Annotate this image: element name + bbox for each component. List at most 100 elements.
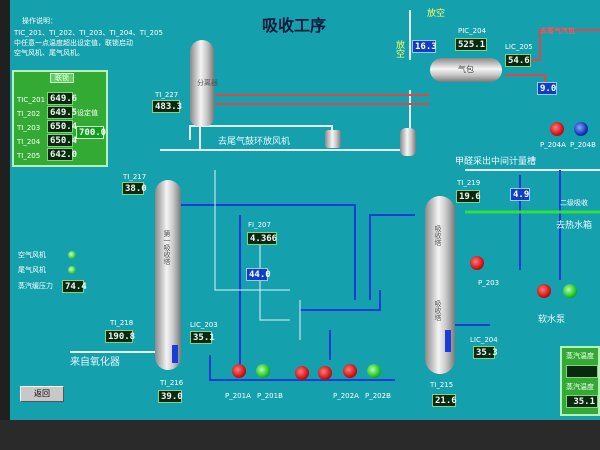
pump-p201b[interactable] [256,364,270,378]
air-fan-status [68,251,76,259]
monitor-bezel-bottom [0,420,600,450]
pump-soft-water-a[interactable] [537,284,551,298]
steam-pressure-value: 74.4 [62,280,87,293]
ti215-tag: TI_215 [430,381,454,389]
interlock-header: 联锁 [50,73,74,83]
notes-line-4: 空气风机、尾气风机。 [14,49,84,57]
temp-tag-4: TI_204 [17,138,41,146]
back-button[interactable]: 返回 [20,386,64,402]
p204a-label: P_204A [540,141,566,149]
absorber-2-top-label: 吸收塔 [434,225,442,246]
monitor-bezel-left [0,0,10,420]
lic203-value: 35.1 [190,331,215,344]
p201b-label: P_201B [257,392,283,400]
valve-9-value[interactable]: 9.0 [537,82,557,95]
p203-label: P_203 [478,279,500,287]
ti219-tag: TI_219 [457,179,481,187]
lic203-tag: LIC_203 [190,321,218,329]
separator-label: 分离器 [197,79,218,87]
tail-fan-label: 尾气风机 [18,266,46,274]
lic205-value: 54.6 [505,54,531,67]
steam-pressure-label: 蒸汽缓压力 [18,282,53,290]
pump-soft-water-b[interactable] [563,284,577,298]
from-oxidizer-label: 来自氧化器 [70,357,120,368]
steam-row2-label: 蒸汽温度 [566,383,594,391]
temp-tag-3: TI_203 [17,124,41,132]
small-tank-2 [400,128,416,156]
p204b-label: P_204B [570,141,596,149]
pic204-value: 525.1 [455,38,487,51]
column-2-level-bar [445,330,451,352]
temp-value-2: 649.5 [47,106,77,119]
steam-out-label: 去尾气汽包 [540,27,575,35]
steam-row1-value [566,365,598,378]
air-fan-label: 空气风机 [18,251,46,259]
fi207-value: 4.366 [247,232,277,245]
ti218-value: 190.8 [105,330,135,343]
soft-water-label: 软水泵 [538,315,566,325]
absorber-column-1 [155,180,181,370]
temp-interlock-panel: 联锁 TIC_201 649.6 TI_202 649.5 TI_203 650… [12,70,108,167]
pump-p204b[interactable] [574,122,588,136]
tail-fan-status [68,266,76,274]
temp-value-4: 650.4 [47,134,77,147]
lic204-value: 35.3 [473,346,498,359]
pipe-blue-top [180,204,356,300]
pump-p-left-b[interactable] [318,366,332,380]
separator-vessel [190,40,214,126]
temp-value-1: 649.6 [47,92,77,105]
pump-p203[interactable] [470,256,484,270]
steam-info-panel: 蒸汽温度 蒸汽温度 35.1 [560,346,600,416]
small-tank-1 [325,130,341,148]
pump-p-left-a[interactable] [295,366,309,380]
ti217-value: 38.0 [122,182,147,195]
notes-line-3: 中任意一点温度超出设定值，联锁启动 [14,39,133,47]
ti227-tag: TI_227 [155,91,179,99]
p201a-label: P_201A [225,392,251,400]
vent-valve-value[interactable]: 16.3 [412,40,437,53]
two-stage-label: 二级吸收 [560,199,588,207]
steam-row2-value: 35.1 [566,395,598,408]
page-title: 吸收工序 [262,16,327,35]
ti215-value: 21.6 [432,394,457,407]
p202a-label: P_202A [333,392,359,400]
steam-row1-label: 蒸汽温度 [566,352,594,360]
vent-label: 放空 [427,9,446,19]
temp-value-5: 642.0 [47,148,77,161]
pump-p204a[interactable] [550,122,564,136]
ti216-value: 39.0 [158,390,183,403]
pump-p202a[interactable] [343,364,357,378]
column-1-level-bar [172,345,178,363]
setpoint-label: 设定值 [77,109,98,117]
absorber-1-label: 第一吸收塔 [163,230,171,265]
valve-44-value[interactable]: 44.0 [246,268,271,281]
ti227-value: 483.3 [152,100,182,113]
pump-p202b[interactable] [367,364,381,378]
temp-tag-2: TI_202 [17,110,41,118]
temp-tag-1: TIC_201 [17,96,46,104]
ti219-value: 19.6 [456,190,481,203]
pic204-tag: PIC_204 [458,27,487,35]
ti216-tag: TI_216 [160,379,184,387]
to-storage-label: 甲醛采出中间计量槽 [455,157,537,167]
setpoint-value[interactable]: 700.0 [76,126,106,139]
pump-p201a[interactable] [232,364,246,378]
absorber-2-bottom-label: 吸收塔 [434,300,442,321]
notes-line-1: 操作说明： [22,17,57,25]
vent-side-label: 放空 [394,40,404,58]
gas-drum [430,58,502,82]
fi207-tag: FI_207 [248,221,271,229]
lic204-tag: LIC_204 [470,336,498,344]
valve-49-value[interactable]: 4.9 [510,188,530,201]
ti218-tag: TI_218 [110,319,134,327]
temp-value-3: 650.4 [47,120,77,133]
notes-line-2: TIC_201、TI_202、TI_203、TI_204、TI_205 [14,29,163,37]
hot-water-label: 去热水箱 [556,221,593,231]
p202b-label: P_202B [365,392,391,400]
lic205-tag: LIC_205 [505,43,533,51]
ti217-tag: TI_217 [123,173,147,181]
temp-tag-5: TI_205 [17,152,41,160]
gas-drum-label: 气包 [458,65,474,74]
tail-gas-label: 去尾气鼓环放风机 [218,137,291,147]
